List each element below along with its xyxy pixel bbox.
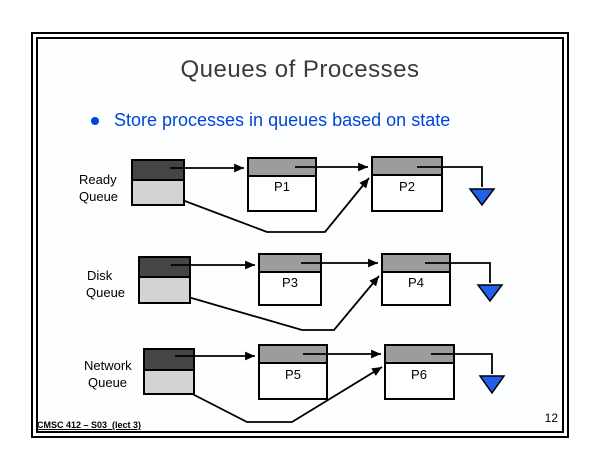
process-box-p2: P2: [371, 156, 443, 212]
queue-tail-pointer-cell: [131, 179, 185, 206]
bullet-item: Store processes in queues based on state: [91, 110, 450, 131]
bullet-text: Store processes in queues based on state: [114, 110, 451, 130]
queue-head-pointer-cell: [138, 256, 191, 278]
process-label: P6: [411, 367, 427, 382]
slide: Queues of Processes Store processes in q…: [31, 32, 569, 438]
process-label: P3: [282, 275, 298, 290]
queue-name-line2: Queue: [79, 189, 118, 204]
queue-tail-pointer-cell: [138, 276, 191, 304]
process-box-p1: P1: [247, 157, 317, 212]
process-label: P4: [408, 275, 424, 290]
null-terminator-icon: [476, 284, 504, 303]
tail-pointer-arrow: [168, 366, 383, 423]
tail-pointer-arrow: [163, 275, 380, 331]
bullet-marker-icon: [91, 116, 99, 125]
process-box-p3: P3: [258, 253, 322, 306]
null-pointer-line: [425, 262, 491, 283]
null-pointer-line: [417, 166, 483, 187]
null-terminator-icon: [468, 188, 496, 207]
process-box-p4: P4: [381, 253, 451, 306]
process-label: P1: [274, 179, 290, 194]
queue-name-line2: Queue: [88, 375, 127, 390]
queue-head-pointer-cell: [143, 348, 195, 371]
process-label: P5: [285, 367, 301, 382]
queue-name-line1: Network: [84, 358, 132, 373]
tail-pointer-arrow: [160, 177, 370, 233]
null-terminator-icon: [478, 375, 506, 395]
footer-course-label: CMSC 412 – S03 (lect 3): [37, 420, 142, 430]
page-number: 12: [544, 411, 558, 425]
ready-queue-row: Ready Queue P1 P2: [79, 156, 496, 233]
queue-head-pointer-cell: [131, 159, 185, 181]
process-box-header: [371, 156, 443, 176]
queue-name-line1: Disk: [87, 268, 113, 283]
slide-title: Queues of Processes: [180, 56, 420, 83]
network-queue-row: Network Queue P5 P6: [84, 344, 506, 423]
null-pointer-line: [431, 353, 493, 374]
disk-queue-row: Disk Queue P3 P4: [86, 253, 504, 331]
process-label: P2: [399, 179, 415, 194]
queues-diagram: Ready Queue P1 P2: [79, 156, 506, 423]
process-box-p5: P5: [258, 344, 328, 400]
queue-tail-pointer-cell: [143, 369, 195, 395]
queue-name-line2: Queue: [86, 285, 125, 300]
queue-name-line1: Ready: [79, 172, 117, 187]
